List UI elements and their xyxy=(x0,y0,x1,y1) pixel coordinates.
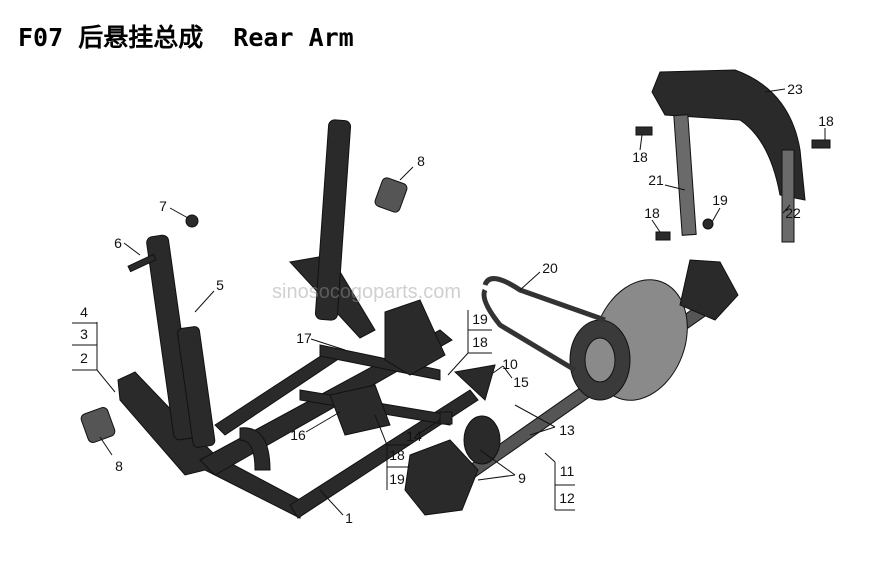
bolt-6 xyxy=(127,253,157,273)
callout-7: 7 xyxy=(159,198,167,214)
bushing-8 xyxy=(80,407,116,443)
callout-22: 22 xyxy=(785,205,801,221)
callout-6: 6 xyxy=(114,235,122,251)
leader-lines xyxy=(72,88,826,516)
axle-bearing-housing xyxy=(463,415,501,465)
bushing-8 xyxy=(374,177,408,213)
watermark: sinosocogoparts.com xyxy=(272,281,461,303)
fender-bracket-22 xyxy=(781,149,795,243)
callout-15: 15 xyxy=(513,374,529,390)
shock-absorber xyxy=(314,119,352,321)
callout-19: 19 xyxy=(712,192,728,208)
callout-20: 20 xyxy=(542,260,558,276)
bracket xyxy=(239,427,271,471)
callout-12: 12 xyxy=(559,490,575,506)
callout-23: 23 xyxy=(787,81,803,97)
nut-7 xyxy=(185,214,199,228)
callout-18: 18 xyxy=(389,447,405,463)
callout-2: 2 xyxy=(80,350,88,366)
bolt-18 xyxy=(635,126,653,136)
callout-1: 1 xyxy=(345,510,353,526)
callout-17: 17 xyxy=(296,330,312,346)
bracket-16 xyxy=(329,384,391,436)
callout-16: 16 xyxy=(290,427,306,443)
callout-10: 10 xyxy=(502,356,518,372)
callout-18: 18 xyxy=(818,113,834,129)
drive-chain-20 xyxy=(481,276,606,373)
callout-5: 5 xyxy=(216,277,224,293)
brake-caliper-bracket xyxy=(384,299,446,376)
fender-bracket-21 xyxy=(673,114,697,236)
callout-11: 11 xyxy=(559,463,575,479)
bolt-14 xyxy=(439,411,453,425)
bolt-18 xyxy=(655,231,671,241)
callout-4: 4 xyxy=(80,304,88,320)
bracket-10 xyxy=(453,364,496,401)
callout-19: 19 xyxy=(389,471,405,487)
wheel-hub-right xyxy=(679,259,739,321)
callout-18: 18 xyxy=(632,149,648,165)
wheel-hub-left xyxy=(404,439,479,516)
callout-18: 18 xyxy=(472,334,488,350)
nut-19 xyxy=(702,218,714,230)
callout-8: 8 xyxy=(115,458,123,474)
callout-21: 21 xyxy=(648,172,664,188)
callout-19: 19 xyxy=(472,311,488,327)
callout-14: 14 xyxy=(406,428,422,444)
shock-absorber-5-body xyxy=(177,326,216,448)
callout-9: 9 xyxy=(518,470,526,486)
callout-3: 3 xyxy=(80,326,88,342)
callout-13: 13 xyxy=(559,422,575,438)
callout-8: 8 xyxy=(417,153,425,169)
callout-18: 18 xyxy=(644,205,660,221)
bolt-18 xyxy=(811,139,831,149)
page-title: F07 后悬挂总成 Rear Arm xyxy=(18,23,354,52)
